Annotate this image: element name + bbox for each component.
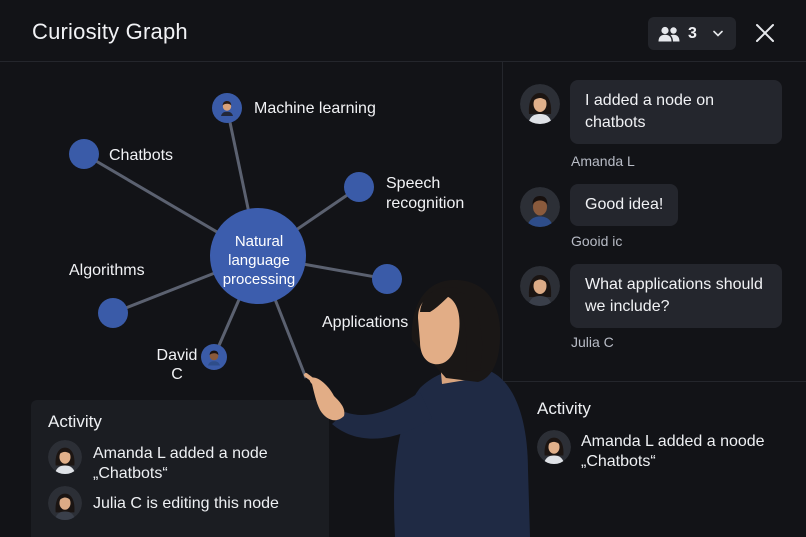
- avatar-amanda: [520, 84, 560, 124]
- close-button[interactable]: [750, 18, 780, 48]
- activity-panel-left: Activity Amanda L added a node „Chatbots…: [31, 400, 329, 537]
- node-label-algorithms: Algorithms: [69, 262, 145, 279]
- node-chatbots[interactable]: [69, 139, 99, 169]
- chat-panel: I added a node on chatbots Amanda L Good…: [503, 62, 806, 380]
- node-label-speech-recognition: Speech recognition: [386, 175, 465, 212]
- close-icon: [756, 24, 774, 42]
- node-applications[interactable]: [372, 264, 402, 294]
- participants-dropdown[interactable]: 3: [648, 17, 736, 50]
- people-icon: [658, 26, 680, 41]
- node-speech-recognition[interactable]: [344, 172, 374, 202]
- avatar-machine-learning: [216, 97, 238, 119]
- chat-message-bubble: I added a node on chatbots: [570, 80, 782, 144]
- activity-item-text: Julia C is editing this node: [93, 495, 279, 512]
- presenter-figure: [304, 279, 530, 537]
- node-algorithms[interactable]: [98, 298, 128, 328]
- chevron-down-icon: [713, 30, 723, 37]
- activity-panel-right: Activity Amanda L added a noode „Chatbot…: [503, 382, 806, 537]
- avatar-david-c: [203, 346, 225, 368]
- chat-sender-name: Julia C: [571, 334, 614, 350]
- panel-divider-horizontal: [502, 381, 806, 382]
- graph-edges: [83, 107, 388, 379]
- avatar-amanda: [537, 430, 571, 464]
- chat-sender-name: Amanda L: [571, 153, 635, 169]
- activity-item-text: Amanda L added a noode „Chatbots“: [581, 433, 765, 470]
- participants-count: 3: [688, 24, 697, 42]
- node-label-applications: Applications: [322, 314, 409, 331]
- page-title: Curiosity Graph: [32, 19, 188, 44]
- avatar-julia: [520, 266, 560, 306]
- avatar-amanda: [48, 440, 82, 474]
- chat-message-bubble: What applications should we include?: [570, 264, 782, 328]
- node-label-david-c: David C: [156, 347, 198, 383]
- panel-divider: [502, 62, 503, 382]
- header-bar: Curiosity Graph 3: [0, 0, 806, 62]
- node-label-center: Natural language processing: [222, 233, 296, 288]
- concept-graph: Machine learning Chatbots Speech recogni…: [0, 62, 502, 402]
- chat-sender-name: Gooid ic: [571, 233, 623, 249]
- activity-title: Activity: [48, 412, 102, 431]
- activity-title: Activity: [537, 399, 591, 418]
- avatar-david: [520, 187, 560, 227]
- avatar-julia: [48, 486, 82, 520]
- activity-item-text: Amanda L added a node „Chatbots“: [93, 445, 268, 482]
- presenter-illustration: [300, 270, 540, 537]
- node-center[interactable]: [210, 208, 306, 304]
- node-label-chatbots: Chatbots: [109, 147, 174, 164]
- chat-message-bubble: Good idea!: [570, 184, 679, 226]
- node-label-machine-learning: Machine learning: [254, 100, 376, 117]
